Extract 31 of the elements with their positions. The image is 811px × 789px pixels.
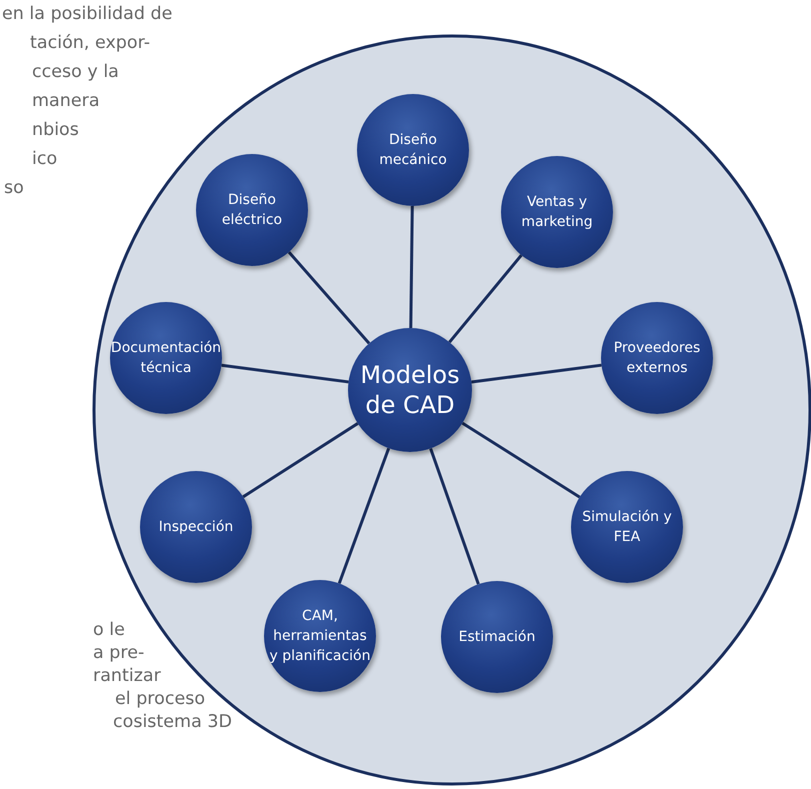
node-label: Ventas y marketing — [520, 192, 594, 232]
node-label: Diseño eléctrico — [220, 190, 284, 230]
connector-line — [429, 448, 480, 585]
paragraph-text: tación, expor- — [30, 35, 150, 52]
connector-line — [471, 364, 602, 384]
connector-line — [338, 448, 390, 584]
connector-line — [221, 364, 349, 384]
paragraph-text: o le — [93, 622, 125, 640]
node-label: Diseño mecánico — [378, 130, 448, 170]
node-label: CAM, herramientas y planificación — [268, 606, 372, 666]
paragraph-text: so — [4, 180, 24, 198]
paragraph-text: rantizar — [93, 668, 161, 686]
node-label: Documentación técnica — [110, 338, 222, 378]
node-label: Estimación — [458, 628, 536, 647]
connector-line — [409, 206, 414, 328]
paragraph-text: a pre- — [93, 645, 144, 662]
connector-line — [242, 422, 359, 498]
paragraph-text: cosistema 3D — [113, 714, 232, 732]
node-label: Inspección — [158, 518, 234, 537]
connector-line — [448, 254, 522, 344]
node-label: Modelos de CAD — [360, 360, 460, 420]
connector-line — [462, 422, 580, 498]
paragraph-text: el proceso — [115, 691, 206, 708]
connector-line — [288, 251, 370, 344]
paragraph-text: nbios — [32, 122, 79, 140]
paragraph-text: manera — [32, 93, 100, 110]
paragraph-text: cceso y la — [32, 64, 119, 82]
paragraph-text: en la posibilidad de — [2, 6, 172, 24]
node-label: Simulación y FEA — [581, 508, 673, 547]
node-label: Proveedores externos — [612, 338, 702, 378]
paragraph-text: ico — [32, 151, 58, 168]
